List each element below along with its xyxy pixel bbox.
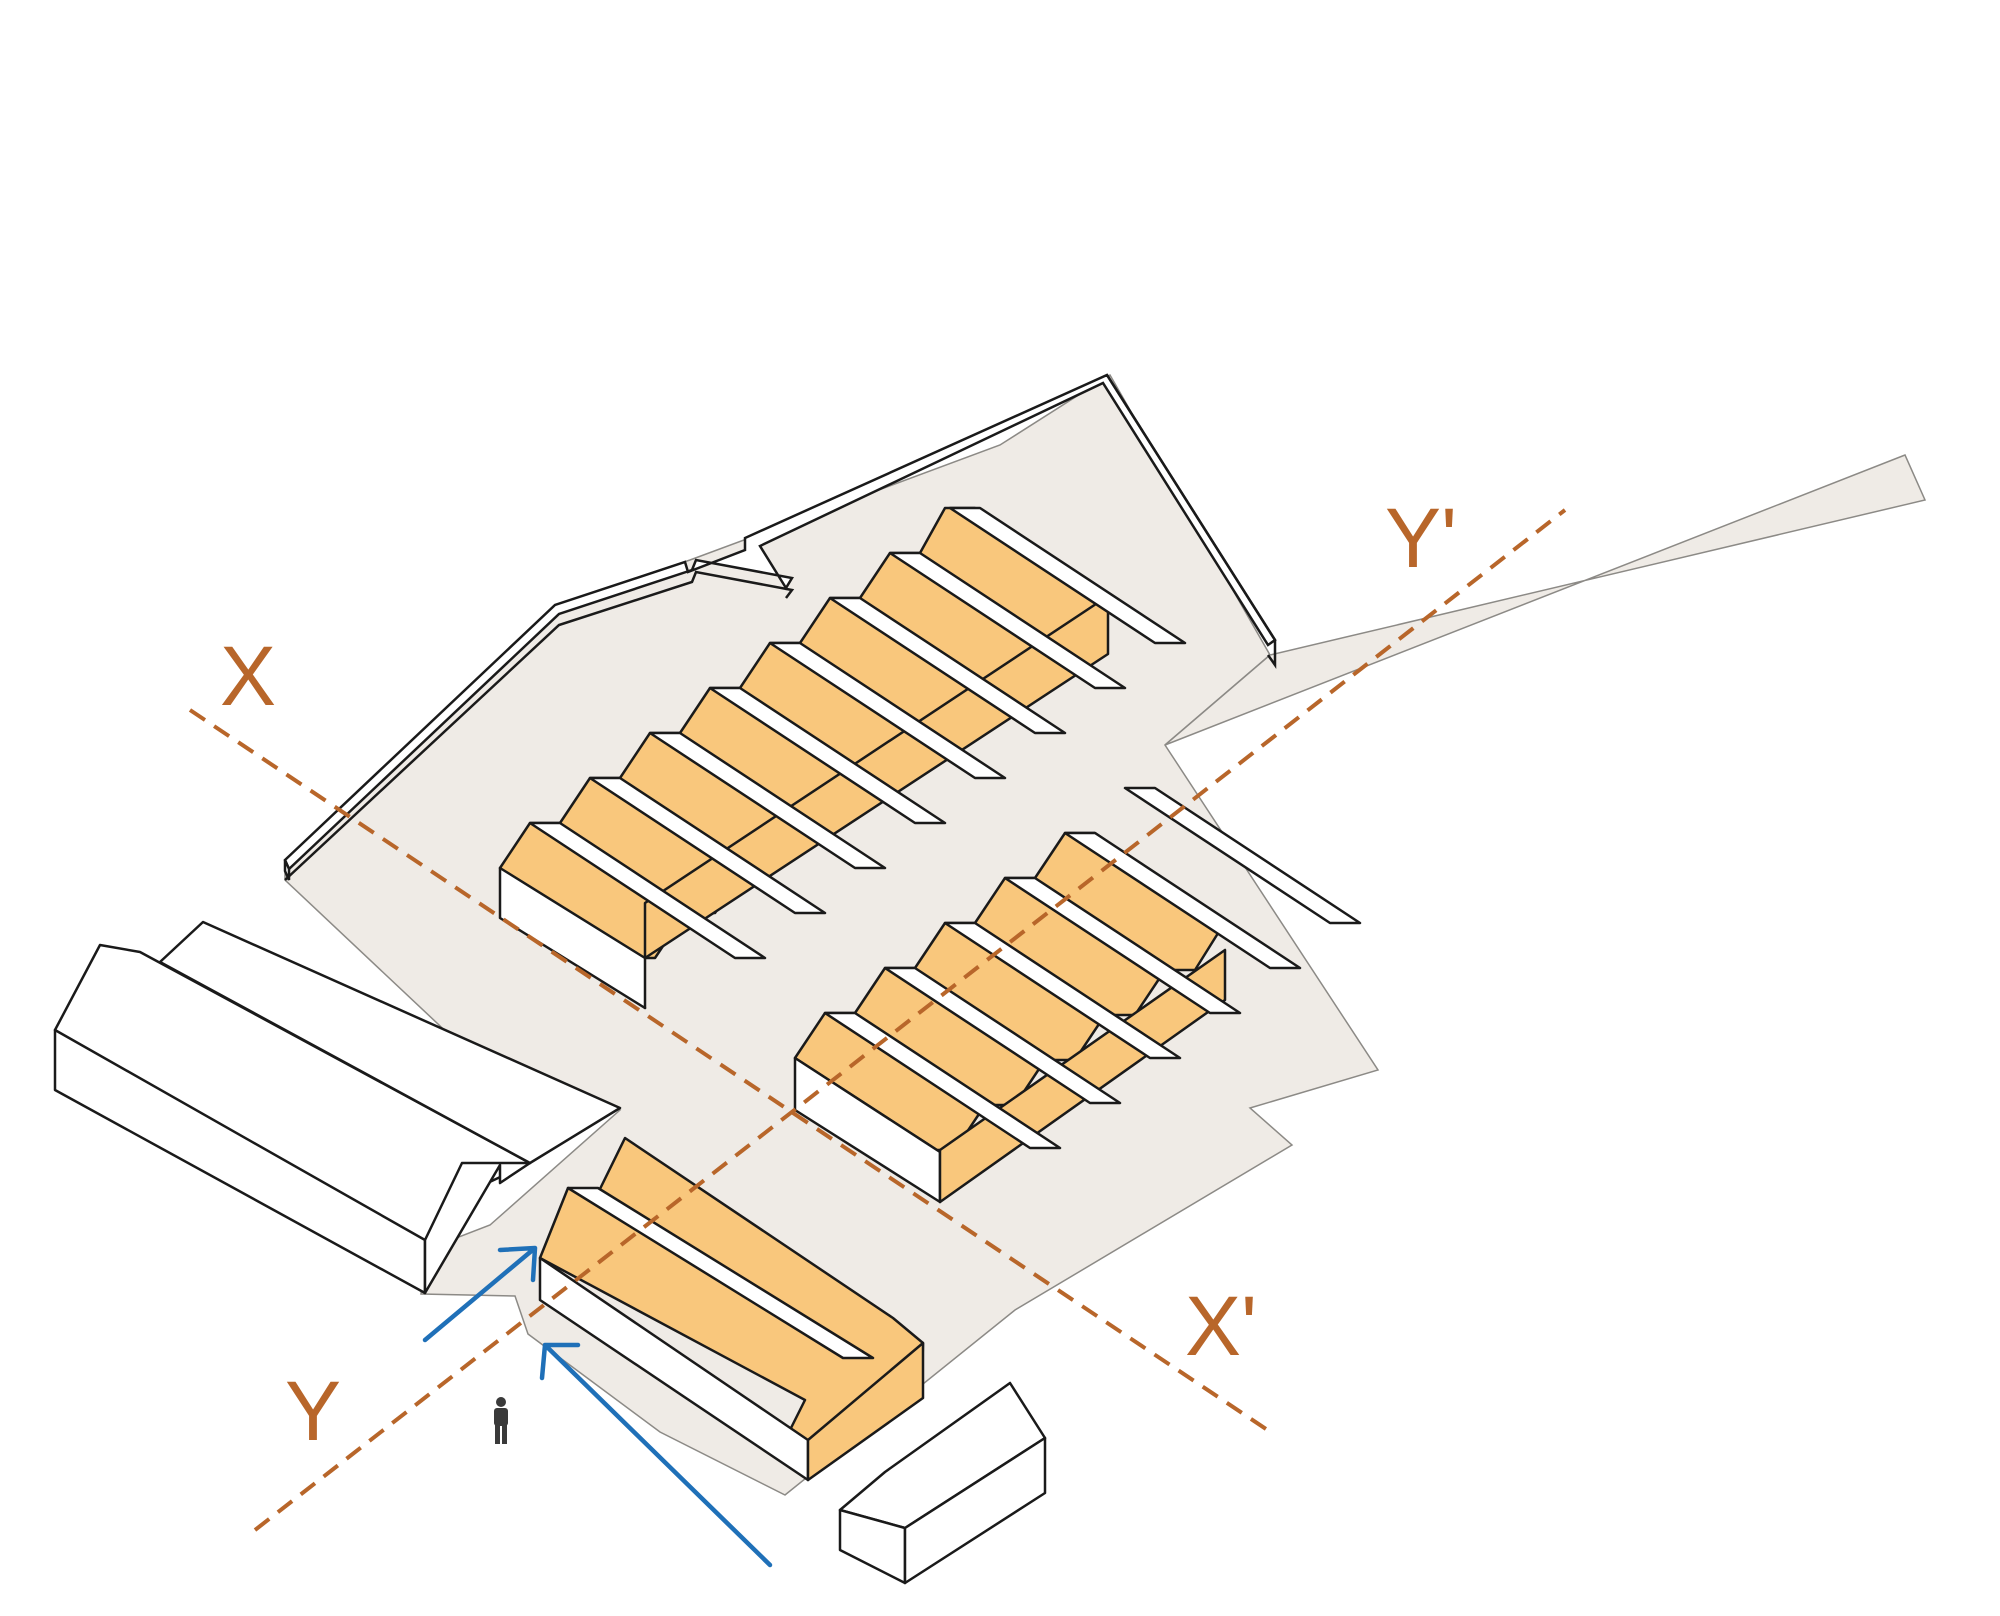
- new-building-north-front: [498, 866, 647, 1010]
- new-building-central-side: [938, 948, 1227, 1204]
- north-ridge-band: [948, 506, 1187, 645]
- perimeter-wall: [283, 373, 1277, 881]
- label-x: X: [220, 629, 276, 723]
- north-ridge-band: [768, 641, 1007, 780]
- label-y-prime: Y': [1385, 491, 1457, 585]
- existing-building-right: [838, 1381, 1047, 1585]
- label-x-prime: X': [1185, 1279, 1257, 1373]
- person-figure-icon: [494, 1397, 508, 1444]
- north-ridge-band: [528, 821, 767, 960]
- section-line-x: [188, 708, 1277, 1437]
- new-building-south-side: [806, 1341, 925, 1482]
- access-arrow-lower: [539, 1342, 773, 1568]
- perimeter-wall-top: [283, 373, 1277, 872]
- existing-building-left-rear-roof: [158, 920, 622, 1165]
- section-labels: X X' Y Y': [220, 491, 1457, 1458]
- north-ridge-band: [888, 551, 1127, 690]
- section-lines: [188, 508, 1567, 1532]
- label-y: Y: [285, 1364, 341, 1458]
- access-arrow-upper: [422, 1245, 538, 1343]
- roof-ridge-bands: [528, 506, 1362, 1360]
- section-line-y: [253, 508, 1567, 1532]
- south-ridge-band: [566, 1186, 875, 1360]
- existing-building-left-gable: [423, 1161, 532, 1295]
- perimeter-wall-face: [283, 859, 291, 881]
- access-road: [1164, 454, 1927, 746]
- north-ridge-band: [828, 596, 1067, 735]
- central-ridge-band: [883, 966, 1122, 1105]
- north-ridge-band: [708, 686, 947, 825]
- central-ridge-band: [1063, 831, 1302, 970]
- north-ridge-band: [648, 731, 887, 870]
- central-ridge-band: [943, 921, 1182, 1060]
- central-ridge-band: [823, 1011, 1062, 1150]
- access-arrows: [422, 1245, 773, 1568]
- central-ridge-band: [1003, 876, 1242, 1015]
- north-ridge-band: [588, 776, 827, 915]
- central-ridge-band: [1123, 786, 1362, 925]
- existing-building-right-side: [903, 1436, 1047, 1585]
- existing-building-left: [53, 920, 622, 1295]
